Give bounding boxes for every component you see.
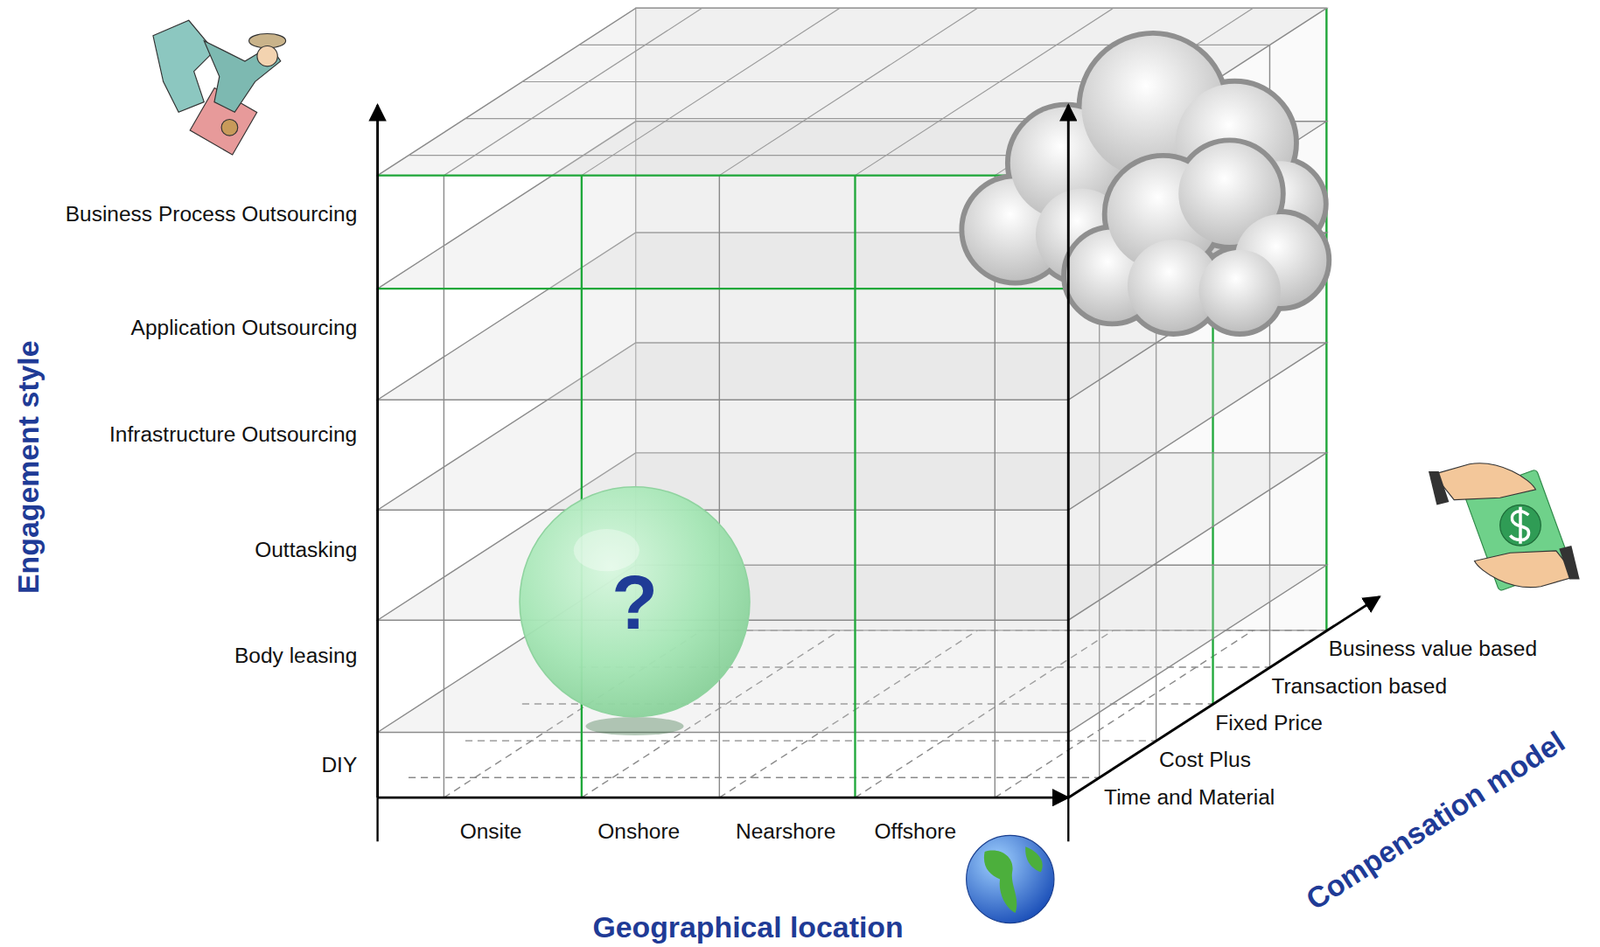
axis-arrow — [377, 796, 1069, 800]
dollar-mark — [1509, 507, 1529, 545]
axis-category-label: Outtasking — [252, 537, 360, 563]
top-grid-line — [581, 7, 840, 175]
person-shape — [153, 20, 215, 112]
axis-category-label: Business value based — [1326, 636, 1539, 662]
side-grid-line — [1325, 7, 1328, 631]
axis-category-label: Business Process Outsourcing — [62, 202, 359, 227]
floor-dash — [465, 740, 1157, 741]
axis-title: Compensation model — [1298, 724, 1573, 919]
face-shape — [257, 45, 278, 66]
axis-category-label: Time and Material — [1102, 785, 1278, 811]
axes — [377, 104, 1380, 842]
hand-shape — [221, 118, 238, 136]
top-grid-line — [719, 7, 978, 175]
hand-bottom — [1474, 551, 1578, 588]
axis-category-label: Cost Plus — [1157, 747, 1254, 773]
axis-category-label: DIY — [319, 753, 360, 778]
money-exchange-icon — [1428, 463, 1580, 592]
top-grid-line — [443, 7, 702, 175]
front-grid-line — [719, 175, 720, 799]
sphere-label: ? — [517, 484, 752, 720]
outsourcing-people-icon — [153, 20, 287, 155]
front-grid-line — [443, 175, 445, 799]
cloud-front — [1066, 142, 1327, 332]
axis-category-label: Application Outsourcing — [128, 314, 359, 340]
top-grid-line — [635, 7, 1328, 9]
axis-category-label: Onshore — [595, 819, 683, 845]
globe-sphere — [966, 835, 1055, 923]
globe-icon — [966, 835, 1055, 923]
highlight-line — [377, 174, 1069, 176]
axis-category-label: Infrastructure Outsourcing — [107, 422, 360, 448]
question-sphere: ? — [517, 484, 752, 720]
sphere-shadow — [586, 717, 685, 736]
axis-title: Engagement style — [11, 338, 46, 596]
floor-dash — [408, 777, 1100, 779]
axis-arrow — [1067, 104, 1070, 798]
highlight-line — [377, 287, 1069, 290]
axis-category-label: Transaction based — [1269, 674, 1449, 699]
axis-category-label: Onsite — [457, 819, 524, 845]
axis-category-label: Offshore — [872, 819, 958, 845]
coin — [1500, 504, 1542, 546]
axis-tick — [1067, 797, 1069, 842]
sleeve-bottom — [1558, 545, 1580, 580]
continent — [1025, 846, 1042, 873]
top-grid-line — [408, 154, 1100, 156]
sleeve-top — [1428, 471, 1449, 505]
axis-title: Geographical location — [590, 911, 906, 946]
axis-category-label: Fixed Price — [1213, 711, 1325, 736]
continent — [984, 850, 1017, 914]
person-shape — [203, 41, 280, 113]
cube-grid — [377, 7, 1328, 798]
axis-category-label: Body leasing — [232, 643, 360, 669]
cloud-outline — [1199, 250, 1281, 332]
axis-tick — [376, 797, 378, 842]
hand-top — [1433, 463, 1537, 501]
axis-arrow — [376, 104, 379, 798]
cloud-fill — [1199, 250, 1281, 332]
front-grid-line — [853, 175, 856, 799]
axis-category-label: Nearshore — [733, 819, 839, 845]
